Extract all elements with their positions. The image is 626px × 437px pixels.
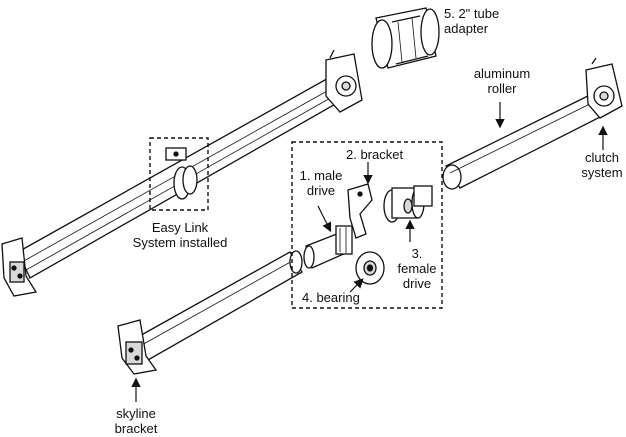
- easy-link-highlight-box: [149, 137, 209, 211]
- bearing-part: [355, 251, 385, 285]
- label-bearing: 4. bearing: [302, 290, 360, 305]
- bracket-clip-part: [347, 183, 373, 239]
- lower-roller-tube: [135, 250, 303, 361]
- clutch-system-end: [585, 57, 623, 119]
- label-bracket: 2. bracket: [346, 147, 404, 162]
- tube-adapter: [371, 7, 440, 69]
- upper-left-end-bracket: [1, 237, 38, 297]
- label-male-drive: 1. male drive: [299, 168, 343, 198]
- male-drive-part: [303, 225, 353, 269]
- label-clutch-system: clutch system: [581, 150, 623, 180]
- label-aluminum-roller: aluminum roller: [473, 66, 531, 96]
- label-tube-adapter: 5. 2" tube adapter: [444, 6, 500, 36]
- label-female-drive: 3. female drive: [397, 246, 437, 291]
- upper-right-end-bracket: [325, 49, 363, 113]
- skyline-bracket-part: [117, 319, 158, 375]
- leader-arrows: [131, 102, 608, 402]
- exploded-parts-box: [291, 141, 443, 309]
- label-skyline-bracket: skyline bracket: [114, 406, 158, 436]
- easy-link-coupling: [165, 147, 198, 200]
- label-easy-link: Easy Link System installed: [132, 220, 228, 250]
- female-drive-part: [383, 185, 433, 223]
